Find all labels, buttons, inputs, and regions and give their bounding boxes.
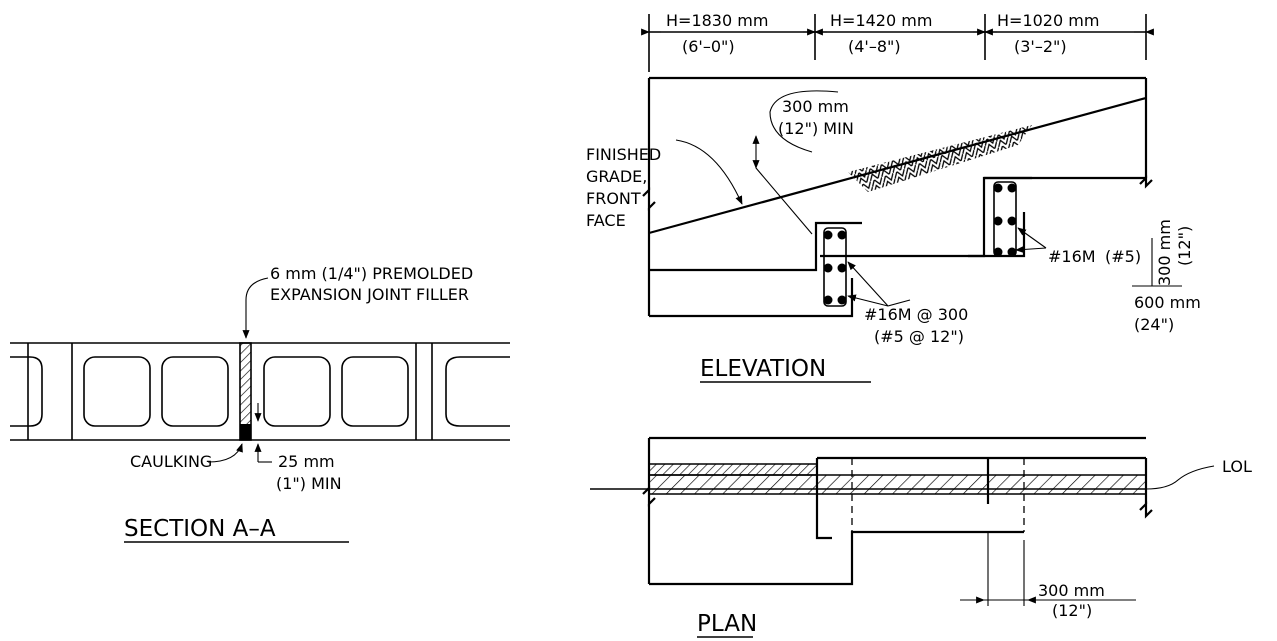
step-height-metric: 300 mm — [1155, 219, 1174, 286]
offset-label-line1: 300 mm — [1038, 581, 1105, 600]
soil-backfill — [848, 125, 1032, 192]
section-a-a: 6 mm (1/4") PREMOLDED EXPANSION JOINT FI… — [10, 264, 510, 543]
lol-label: LOL — [1222, 457, 1252, 476]
partial-block-left — [10, 343, 43, 440]
stirrup-label-line1: #16M @ 300 — [864, 305, 968, 324]
filler-label-line2: EXPANSION JOINT FILLER — [270, 285, 469, 304]
caulking-label: CAULKING — [130, 452, 212, 471]
rebar-bars-upper — [993, 183, 1017, 257]
elevation-title: ELEVATION — [700, 356, 826, 382]
plan-wall-hatch — [648, 474, 1147, 495]
rebar-bars-lower — [823, 230, 847, 305]
plan-title: PLAN — [697, 611, 757, 637]
depth-label-line2: (1") MIN — [276, 474, 342, 493]
bar-label: #16M — [1048, 247, 1096, 266]
cover-label-line2: (12") MIN — [778, 119, 854, 138]
grade-label-line4: FACE — [586, 211, 626, 230]
step-width-line1: 600 mm — [1134, 293, 1201, 312]
stirrup-label-line2: (#5 @ 12") — [874, 327, 964, 346]
partial-block-right — [431, 343, 510, 440]
height-1-imperial: (6'–0") — [682, 37, 735, 56]
bar-label-imperial: (#5) — [1105, 247, 1141, 266]
section-title: SECTION A–A — [124, 516, 276, 542]
plan-coping-hatch — [648, 463, 818, 476]
elevation-view: H=1830 mm (6'–0") H=1420 mm (4'–8") H=10… — [586, 11, 1201, 383]
height-3-imperial: (3'–2") — [1014, 37, 1067, 56]
plan-view: 300 mm (12") LOL PLAN — [590, 436, 1252, 638]
height-2-imperial: (4'–8") — [848, 37, 901, 56]
grade-label-line2: GRADE, — [586, 167, 647, 186]
masonry-block-1 — [71, 343, 229, 440]
cover-label-line1: 300 mm — [782, 97, 849, 116]
filler-label-line1: 6 mm (1/4") PREMOLDED — [270, 264, 473, 283]
height-1-metric: H=1830 mm — [666, 11, 768, 30]
masonry-block-2 — [263, 343, 417, 440]
step-width-line2: (24") — [1134, 315, 1174, 334]
caulking-bead — [240, 424, 251, 440]
depth-label-line1: 25 mm — [278, 452, 335, 471]
grade-label-line1: FINISHED — [586, 145, 661, 164]
height-2-metric: H=1420 mm — [830, 11, 932, 30]
step-height-imperial: (12") — [1175, 226, 1194, 266]
height-3-metric: H=1020 mm — [997, 11, 1099, 30]
grade-label-line3: FRONT — [586, 189, 641, 208]
offset-label-line2: (12") — [1052, 601, 1092, 620]
